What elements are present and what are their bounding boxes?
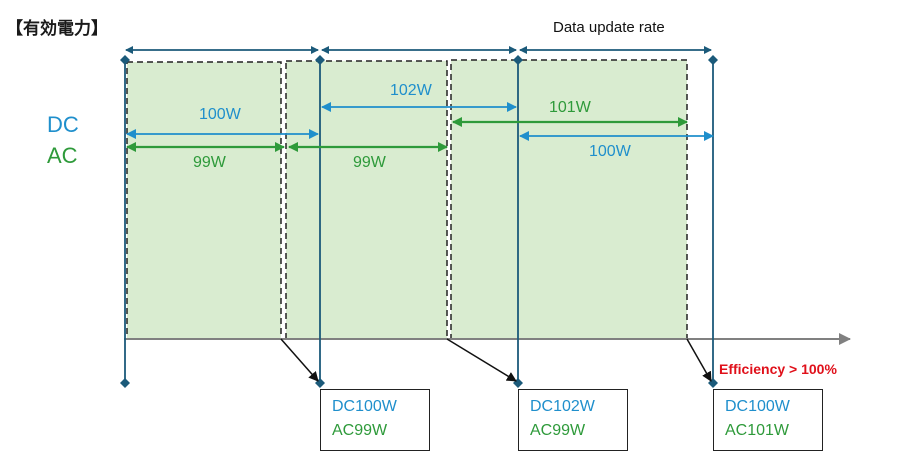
- reading-box-2: DC102W AC99W: [518, 389, 628, 451]
- sample-diamond: [315, 55, 325, 65]
- reading-ac: AC99W: [530, 422, 586, 439]
- sample-diamond: [513, 55, 523, 65]
- legend-ac: AC: [47, 143, 78, 168]
- reading-dc: DC100W: [725, 398, 790, 415]
- sample-markers: [120, 55, 718, 388]
- reading-ac: AC101W: [725, 422, 790, 439]
- legend-dc: DC: [47, 112, 79, 137]
- sample-diamond: [120, 55, 130, 65]
- sample-diamond: [708, 55, 718, 65]
- reading-dc: DC100W: [332, 398, 397, 415]
- dc-interval-label-3: 100W: [589, 143, 631, 160]
- pointer-arrow-2: [446, 338, 517, 382]
- ac-window-1: [126, 61, 282, 340]
- dc-interval-label-1: 100W: [199, 106, 241, 123]
- ac-window-2: [285, 60, 448, 340]
- ac-interval-label-2: 99W: [353, 154, 386, 171]
- reading-ac: AC99W: [332, 422, 388, 439]
- efficiency-alert: Efficiency > 100%: [719, 361, 837, 377]
- ac-interval-label-3: 101W: [549, 99, 591, 116]
- sample-diamond: [120, 378, 130, 388]
- reading-dc: DC102W: [530, 398, 595, 415]
- pointer-arrow-3: [686, 338, 712, 382]
- pointer-arrow-1: [280, 338, 319, 382]
- page-title: 【有効電力】: [6, 19, 108, 39]
- update-rate-label: Data update rate: [553, 19, 665, 36]
- ac-interval-label-1: 99W: [193, 154, 226, 171]
- reading-box-3: DC100W AC101W: [713, 389, 823, 451]
- dc-interval-label-2: 102W: [390, 82, 432, 99]
- reading-box-1: DC100W AC99W: [320, 389, 430, 451]
